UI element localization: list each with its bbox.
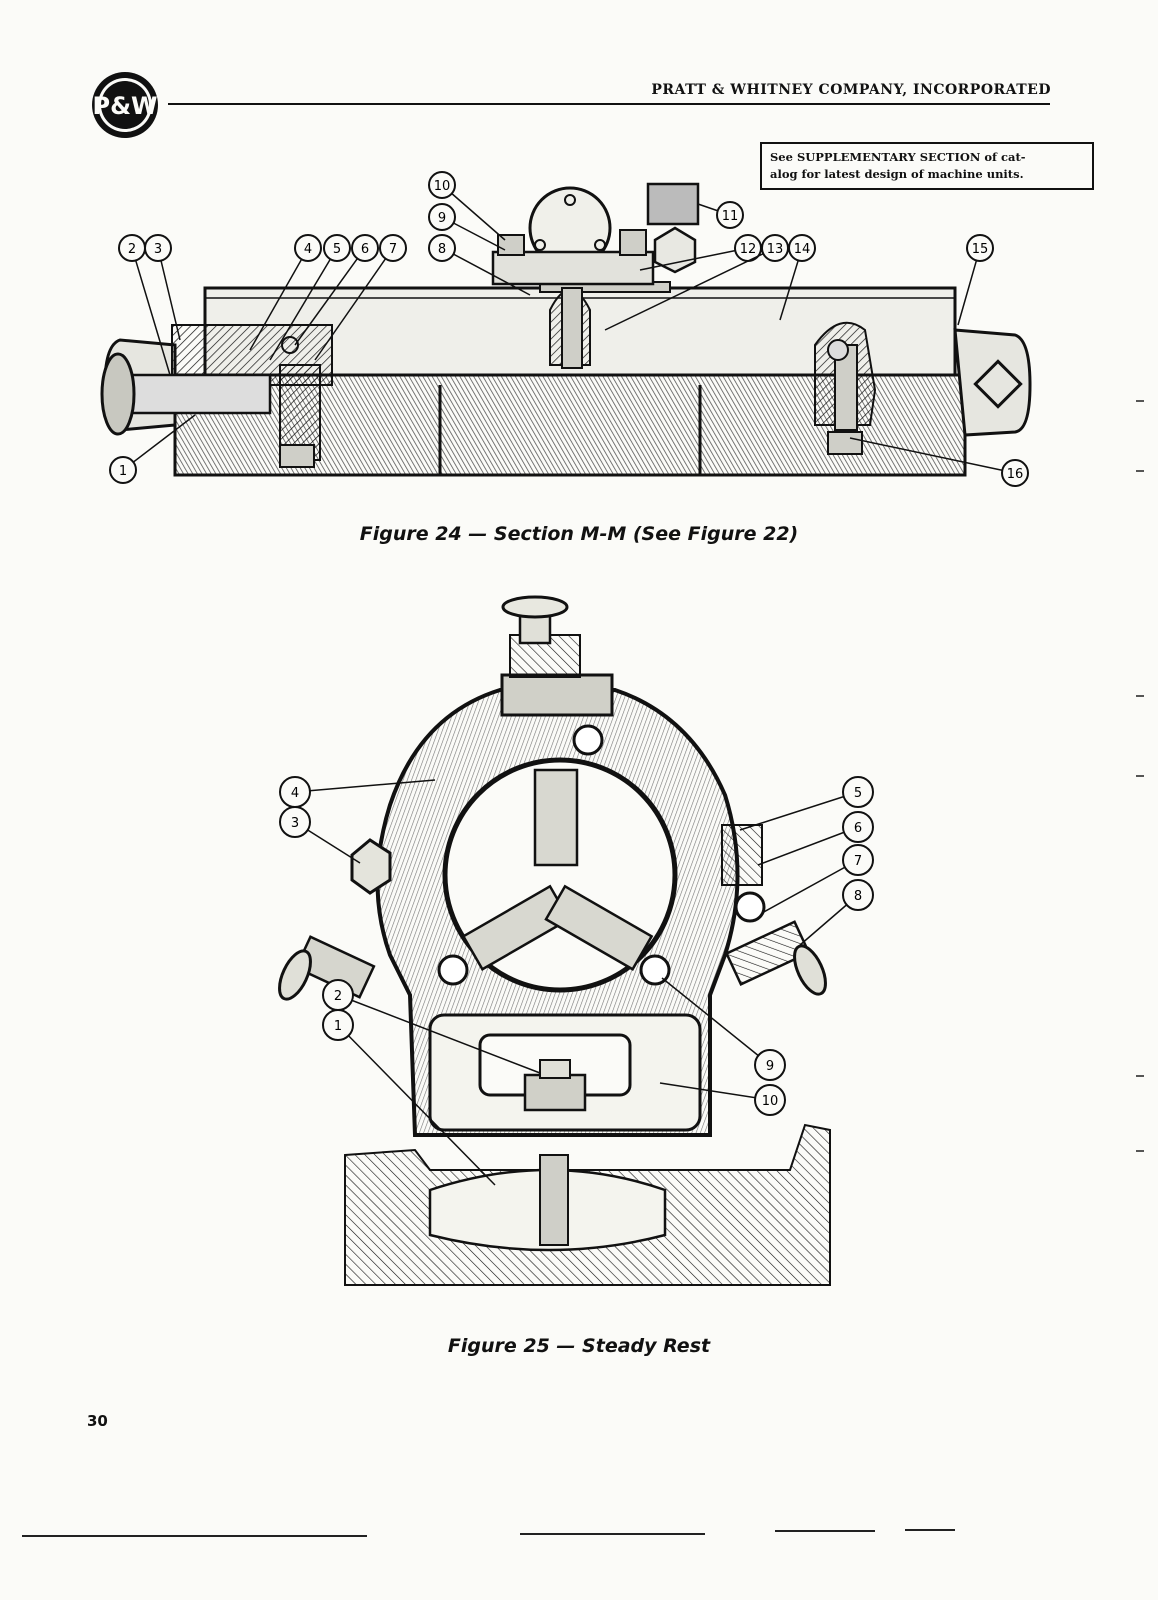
callout-number: 14 xyxy=(794,242,811,257)
callout-number: 6 xyxy=(854,821,862,836)
header-company-name: PRATT & WHITNEY COMPANY, INCORPORATED xyxy=(651,82,1051,98)
callout-leader xyxy=(337,994,541,1074)
callout-bubble xyxy=(144,234,172,262)
callout-number: 8 xyxy=(854,889,862,904)
callout-bubble xyxy=(754,1049,786,1081)
callout-leader xyxy=(314,247,394,361)
callout-number: 3 xyxy=(291,816,299,831)
margin-tick xyxy=(1136,695,1144,697)
supplementary-note-line1: See SUPPLEMENTARY SECTION of cat- xyxy=(770,150,1026,164)
callout-leader xyxy=(761,859,859,914)
page-number: 30 xyxy=(87,1412,108,1430)
margin-tick xyxy=(1136,470,1144,472)
callout-bubble xyxy=(788,234,816,262)
callout-leader xyxy=(122,414,196,471)
callout-bubble xyxy=(351,234,379,262)
callout-number: 5 xyxy=(333,242,341,257)
callout-number: 11 xyxy=(722,209,739,224)
callout-leader xyxy=(294,247,366,346)
callout-leader xyxy=(131,247,171,376)
callout-bubble xyxy=(323,234,351,262)
callout-bubble xyxy=(294,234,322,262)
callout-leader xyxy=(639,247,749,271)
callout-bubble xyxy=(109,456,137,484)
callout-leader xyxy=(661,977,771,1066)
callout-number: 4 xyxy=(291,786,299,801)
margin-tick xyxy=(1136,400,1144,402)
callout-bubble xyxy=(966,234,994,262)
figure-25-caption: Figure 25 — Steady Rest xyxy=(447,1335,711,1357)
callout-leader xyxy=(157,247,181,341)
callout-bubble xyxy=(716,201,744,229)
callout-bubble xyxy=(428,171,456,199)
margin-tick xyxy=(1136,1150,1144,1152)
supplementary-section-note: See SUPPLEMENTARY SECTION of cat- alog f… xyxy=(760,142,1094,190)
callout-leader xyxy=(849,437,1016,474)
svg-text:P&W: P&W xyxy=(93,92,158,120)
callout-bubble xyxy=(842,844,874,876)
callout-number: 8 xyxy=(438,242,446,257)
callout-bubble xyxy=(754,1084,786,1116)
callout-number: 2 xyxy=(334,989,342,1004)
figure-25-steady-rest-drawing: 1 2 3 4 5 6 7 8 9 10 xyxy=(278,595,874,1286)
figure-25-callouts: 1 2 3 4 5 6 7 8 9 10 xyxy=(279,776,874,1186)
callout-leader xyxy=(337,1024,496,1186)
callout-number: 7 xyxy=(854,854,862,869)
callout-leader xyxy=(757,826,859,866)
callout-leader xyxy=(269,247,338,361)
callout-number: 6 xyxy=(361,242,369,257)
callout-number: 16 xyxy=(1007,467,1024,482)
callout-number: 10 xyxy=(434,179,451,194)
pratt-whitney-logo: P&W xyxy=(92,72,158,138)
callout-number: 7 xyxy=(389,242,397,257)
callout-number: 15 xyxy=(972,242,989,257)
callout-bubble xyxy=(379,234,407,262)
margin-tick xyxy=(1136,775,1144,777)
callout-bubble xyxy=(842,776,874,808)
footer-rule-3 xyxy=(775,1530,875,1532)
callout-bubble xyxy=(279,776,311,808)
callout-leader xyxy=(739,791,859,831)
callout-bubble xyxy=(1001,459,1029,487)
callout-bubble xyxy=(428,234,456,262)
callout-bubble xyxy=(322,979,354,1011)
callout-leader xyxy=(294,779,436,793)
callout-number: 2 xyxy=(128,242,136,257)
callout-leader xyxy=(604,247,776,331)
callout-bubble xyxy=(842,879,874,911)
callout-number: 9 xyxy=(766,1059,774,1074)
callout-number: 4 xyxy=(304,242,312,257)
callout-bubble xyxy=(428,203,456,231)
callout-number: 3 xyxy=(154,242,162,257)
callout-leader xyxy=(249,247,309,351)
callout-number: 1 xyxy=(119,464,127,479)
margin-tick xyxy=(1136,1075,1144,1077)
right-end-cap xyxy=(953,328,1032,437)
callout-bubble xyxy=(842,811,874,843)
figure-24-caption: Figure 24 — Section M-M (See Figure 22) xyxy=(359,523,799,545)
footer-rule-1 xyxy=(22,1535,367,1537)
supplementary-note-line2: alog for latest design of machine units. xyxy=(770,167,1024,181)
callout-number: 12 xyxy=(740,242,757,257)
callout-leader xyxy=(659,1082,771,1101)
header-rule xyxy=(168,103,1050,105)
callout-number: 1 xyxy=(334,1019,342,1034)
callout-number: 10 xyxy=(762,1094,779,1109)
footer-rule-4 xyxy=(905,1529,955,1531)
callout-leader xyxy=(441,247,531,296)
callout-number: 13 xyxy=(767,242,784,257)
callout-number: 9 xyxy=(438,211,446,226)
callout-number: 5 xyxy=(854,786,862,801)
footer-rule-2 xyxy=(520,1533,705,1535)
